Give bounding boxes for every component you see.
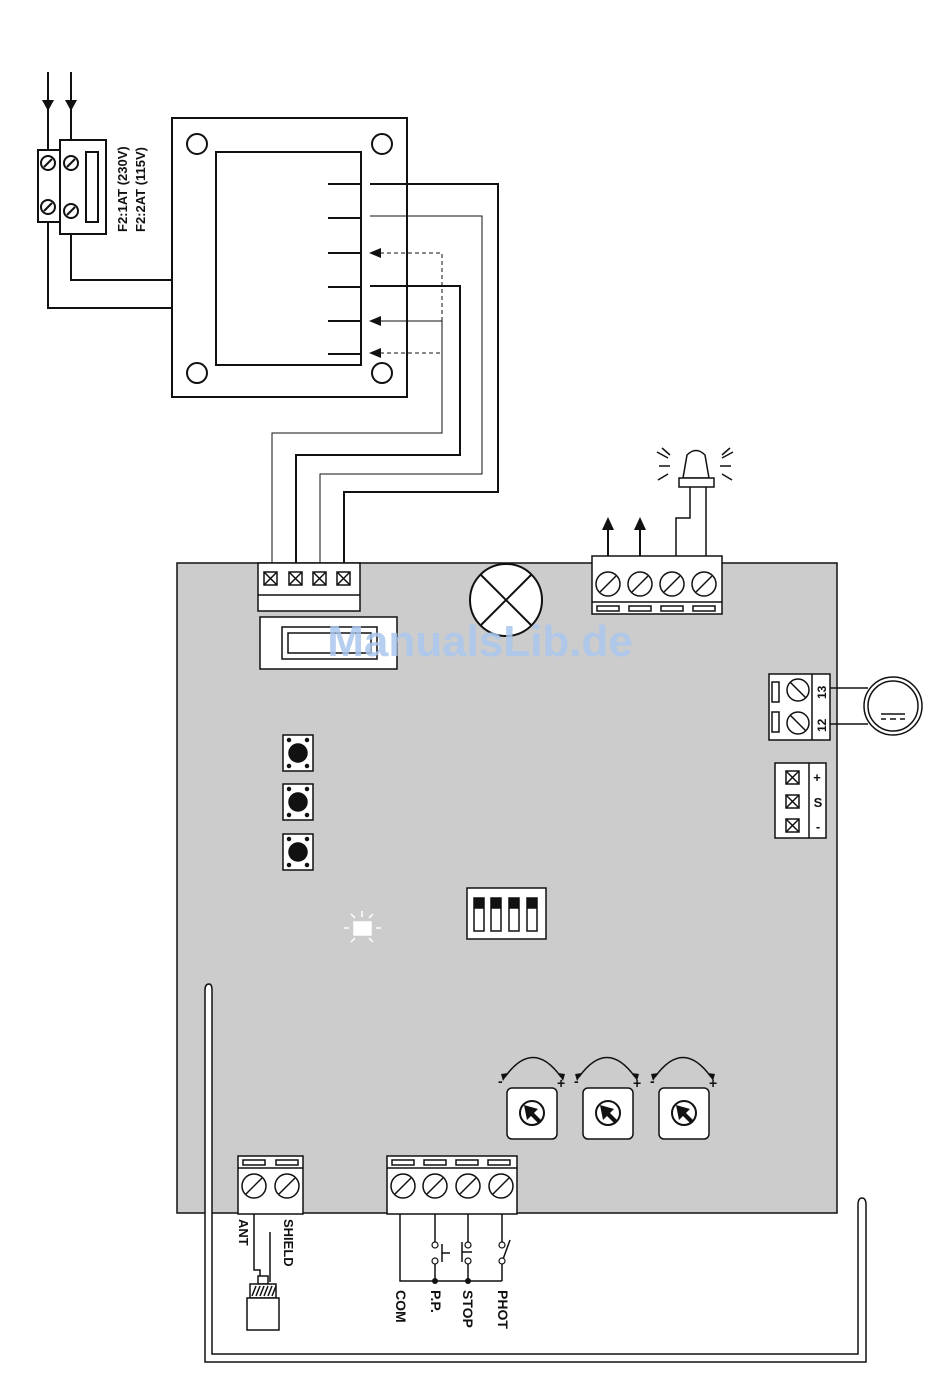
push-button-2 [283,784,313,820]
push-button-3 [283,834,313,870]
trimmer-1-plus: + [557,1075,565,1091]
input-pp-label: P.P. [428,1290,444,1313]
dip-switch [467,888,546,939]
push-buttons [283,735,313,870]
antenna-shield-label: SHIELD [281,1219,296,1267]
fuse-block [38,140,106,234]
transformer [172,118,407,397]
dc-motor-icon [864,677,922,735]
trimmer-1-minus: - [498,1073,503,1089]
motor-terminal-12: 12 [815,718,829,732]
output-arrows [602,517,646,556]
watermark: ManualsLib.de [327,617,633,666]
fuse-label-230v: F2:1AT (230V) [115,146,130,232]
trimmer-2-plus: + [633,1075,641,1091]
input-terminal-block [387,1156,517,1214]
encoder-plus-label: + [813,770,821,785]
trimmer-3-minus: - [650,1073,655,1089]
flashing-light-icon [657,448,733,556]
push-button-1 [283,735,313,771]
antenna-ant-label: ANT [236,1219,251,1246]
fuse-label-115v: F2:2AT (115V) [133,147,148,232]
antenna-terminal-block [238,1156,303,1214]
output-terminal-block [592,556,722,614]
input-contacts [400,1214,510,1281]
encoder-s-label: S [814,795,823,810]
input-stop-label: STOP [460,1290,476,1328]
motor-terminal-13: 13 [815,685,829,699]
input-phot-label: PHOT [495,1290,511,1329]
trimmer-3-plus: + [709,1075,717,1091]
encoder-minus-label: - [816,819,820,834]
input-com-label: COM [393,1290,409,1323]
mains-input-arrows [42,72,77,150]
power-terminal-block [258,563,360,611]
trimmer-2-minus: - [574,1073,579,1089]
